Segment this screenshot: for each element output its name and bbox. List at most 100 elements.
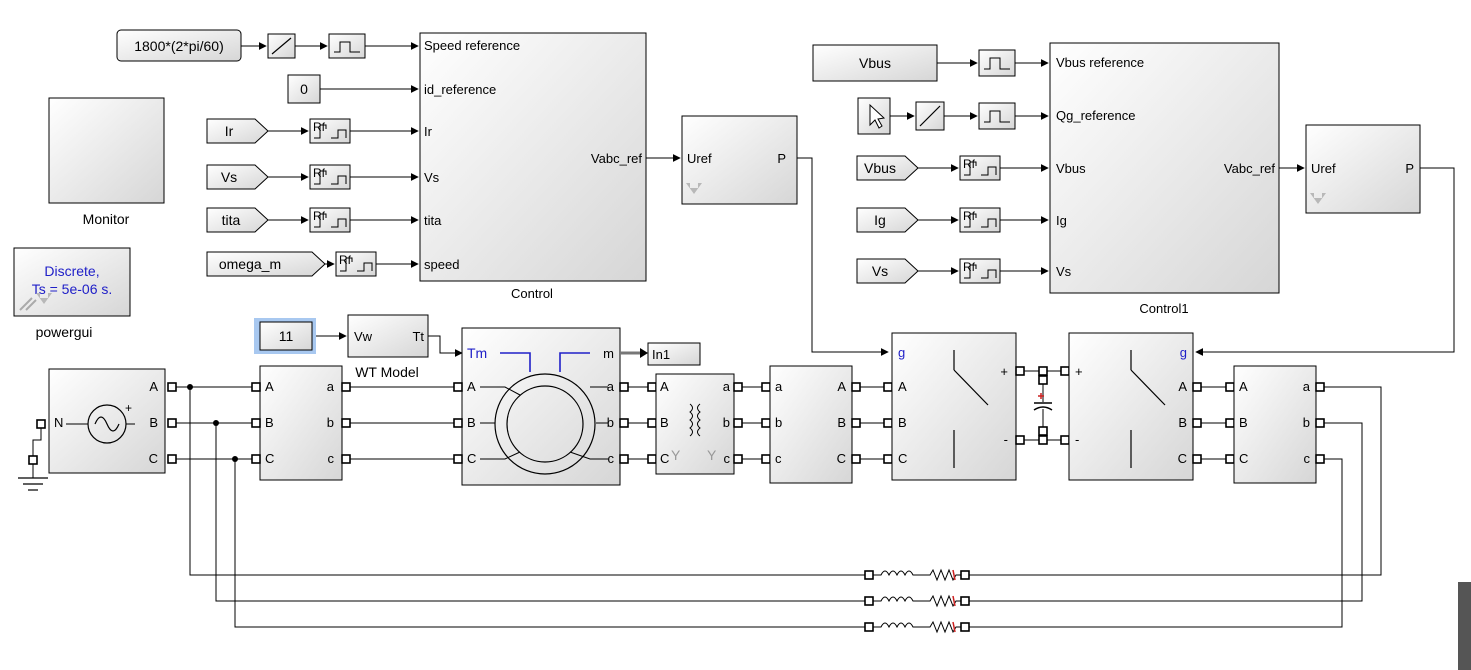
control-label: Control xyxy=(511,286,553,301)
svg-text:0: 0 xyxy=(300,81,308,97)
svg-text:Rf: Rf xyxy=(963,157,976,171)
zoh-block-speed-meas[interactable]: Rf xyxy=(335,251,377,277)
svg-text:tita: tita xyxy=(424,213,442,228)
svg-text:Vbus: Vbus xyxy=(1056,161,1086,176)
wind-speed-constant[interactable]: 11 xyxy=(254,318,316,354)
ground-block[interactable] xyxy=(18,428,48,491)
zoh-block-ir[interactable]: Rf xyxy=(309,118,351,144)
svg-text:Ig: Ig xyxy=(1056,213,1067,228)
svg-text:Y: Y xyxy=(707,447,717,463)
vbus-constant-block[interactable]: Vbus xyxy=(812,44,938,82)
zoh-block-vbus[interactable]: Rf xyxy=(959,155,1001,181)
wt-model-block[interactable]: Vw Tt xyxy=(347,314,429,358)
svg-text:Vbus: Vbus xyxy=(864,160,896,176)
svg-text:b: b xyxy=(1303,415,1310,430)
svg-text:g: g xyxy=(898,345,905,360)
svg-text:In1: In1 xyxy=(652,347,670,362)
svg-text:Rf: Rf xyxy=(963,260,976,274)
svg-text:Ir: Ir xyxy=(424,124,433,139)
svg-text:Ir: Ir xyxy=(225,123,234,139)
zoh-block-qg-ref[interactable] xyxy=(978,102,1016,130)
zoh-block-tita[interactable]: Rf xyxy=(309,207,351,233)
speed-constant-block[interactable]: 1800*(2*pi/60) xyxy=(116,29,242,62)
svg-text:+: + xyxy=(1075,364,1083,379)
scrollbar-thumb[interactable] xyxy=(1458,582,1471,670)
svg-text:Vs: Vs xyxy=(221,169,237,185)
goto-in1[interactable]: In1 xyxy=(647,342,701,366)
control-subsystem[interactable]: Speed reference id_reference Ir Vs tita … xyxy=(419,32,647,282)
powergui-block[interactable]: Discrete, Ts = 5e-06 s. xyxy=(13,247,131,317)
svg-text:Discrete,: Discrete, xyxy=(44,263,99,279)
svg-text:C: C xyxy=(898,451,907,466)
three-phase-measurement-1[interactable]: A B C a b c xyxy=(259,365,343,481)
zoh-block-ig[interactable]: Rf xyxy=(959,207,1001,233)
svg-text:Uref: Uref xyxy=(687,151,712,166)
three-phase-source[interactable]: N A B C + xyxy=(48,368,166,474)
svg-text:b: b xyxy=(723,415,730,430)
zero-constant-block[interactable]: 0 xyxy=(287,74,321,104)
from-tag-vs-grid[interactable]: Vs xyxy=(856,258,919,284)
pwm-generator-grid[interactable]: Uref P xyxy=(1305,124,1421,214)
svg-text:C: C xyxy=(467,451,476,466)
svg-text:Rf: Rf xyxy=(313,209,326,223)
svg-text:C: C xyxy=(1178,451,1187,466)
zoh-block-vs-grid[interactable]: Rf xyxy=(959,258,1001,284)
svg-text:B: B xyxy=(898,415,907,430)
svg-text:A: A xyxy=(265,379,274,394)
svg-text:Tm: Tm xyxy=(467,345,487,361)
svg-text:Rf: Rf xyxy=(313,166,326,180)
svg-text:m: m xyxy=(603,346,614,361)
rl-filter-b[interactable] xyxy=(864,594,970,608)
zoh-block-speed[interactable] xyxy=(328,33,366,59)
svg-text:g: g xyxy=(1180,345,1187,360)
svg-text:A: A xyxy=(1239,379,1248,394)
svg-text:C: C xyxy=(837,451,846,466)
svg-text:-: - xyxy=(1075,432,1079,447)
svg-text:Vbus reference: Vbus reference xyxy=(1056,55,1144,70)
from-tag-ig[interactable]: Ig xyxy=(856,207,919,233)
three-phase-measurement-3[interactable]: A B C a b c xyxy=(1233,365,1317,484)
svg-text:-: - xyxy=(1004,432,1008,447)
svg-text:Vs: Vs xyxy=(872,263,888,279)
svg-text:P: P xyxy=(1405,161,1414,176)
rate-limiter-block-q[interactable] xyxy=(915,101,945,131)
from-tag-vbus[interactable]: Vbus xyxy=(856,155,919,181)
control1-subsystem[interactable]: Vbus reference Qg_reference Vbus Ig Vs V… xyxy=(1049,42,1280,294)
three-phase-measurement-2[interactable]: a b c A B C xyxy=(769,365,853,484)
svg-text:B: B xyxy=(265,415,274,430)
svg-text:b: b xyxy=(327,415,334,430)
zoh-block-vbus-ref[interactable] xyxy=(978,49,1016,77)
svg-text:B: B xyxy=(660,415,669,430)
svg-text:Rf: Rf xyxy=(339,253,352,267)
rotor-side-converter[interactable]: g A B C + - xyxy=(891,332,1017,481)
from-tag-tita[interactable]: tita xyxy=(206,207,269,233)
dc-link-capacitor[interactable] xyxy=(1024,366,1061,445)
svg-text:a: a xyxy=(775,379,783,394)
grid-side-converter[interactable]: + - g A B C xyxy=(1068,332,1194,481)
svg-text:A: A xyxy=(660,379,669,394)
svg-text:A: A xyxy=(837,379,846,394)
monitor-subsystem[interactable] xyxy=(48,97,165,204)
svg-text:Y: Y xyxy=(671,447,681,463)
rate-limiter-block[interactable] xyxy=(267,33,296,59)
pwm-generator-rotor[interactable]: Uref P xyxy=(681,115,798,205)
zoh-block-vs[interactable]: Rf xyxy=(309,164,351,190)
svg-text:speed: speed xyxy=(424,257,459,272)
from-tag-vs[interactable]: Vs xyxy=(206,164,269,190)
svg-text:N: N xyxy=(54,415,63,430)
three-phase-transformer[interactable]: A B C a b c Y Y xyxy=(655,373,735,475)
induction-machine[interactable]: Tm m A B C a b c xyxy=(461,327,621,486)
svg-text:B: B xyxy=(837,415,846,430)
svg-text:tita: tita xyxy=(222,212,241,228)
manual-input-block[interactable] xyxy=(857,97,891,135)
from-tag-ir[interactable]: Ir xyxy=(206,118,269,144)
svg-text:B: B xyxy=(467,415,476,430)
rl-filter-c[interactable] xyxy=(864,620,970,634)
from-tag-omega-m[interactable]: omega_m xyxy=(206,251,326,277)
powergui-label: powergui xyxy=(36,324,93,340)
rl-filter-a[interactable] xyxy=(864,568,970,582)
svg-text:C: C xyxy=(1239,451,1248,466)
svg-text:Vs: Vs xyxy=(1056,264,1072,279)
svg-text:B: B xyxy=(149,415,158,430)
